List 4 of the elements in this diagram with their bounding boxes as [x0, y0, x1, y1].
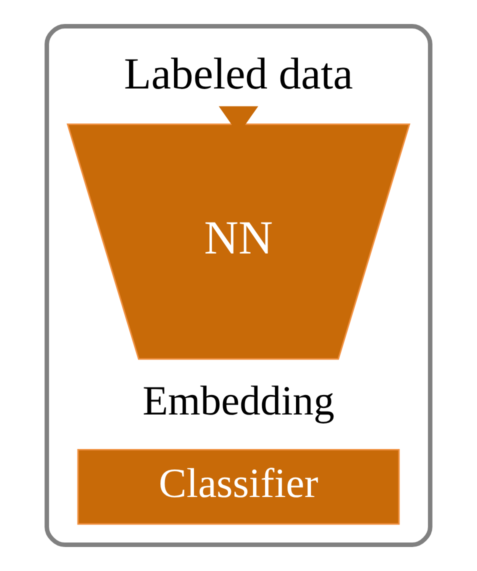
- node-box: Classifier: [77, 448, 400, 525]
- node-label: Embedding: [142, 378, 334, 424]
- cluster: [44, 24, 432, 547]
- node-text: Labeled data: [124, 48, 353, 99]
